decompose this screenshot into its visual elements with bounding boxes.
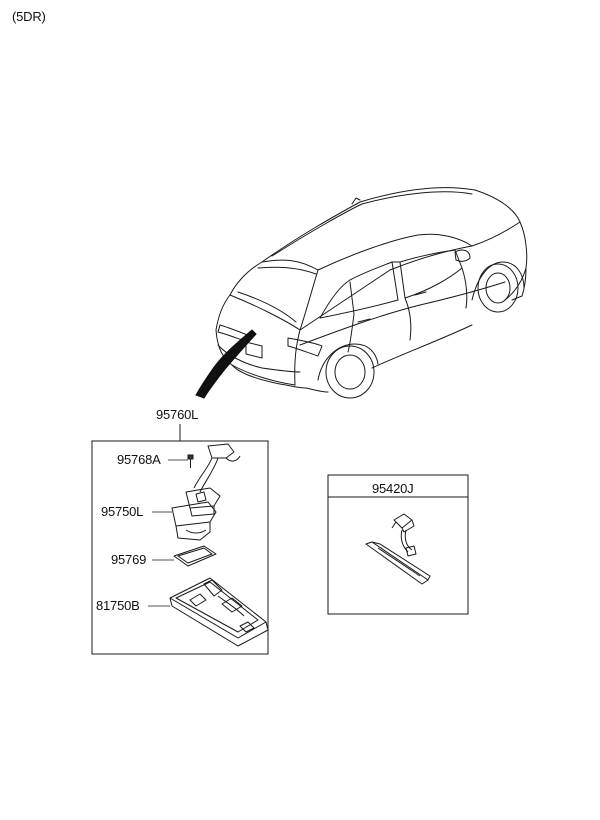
part-number-95420j: 95420J <box>372 481 414 496</box>
car-icon <box>215 187 528 399</box>
part-number-95769: 95769 <box>111 552 147 567</box>
part-number-95768a: 95768A <box>117 452 161 467</box>
pointer-arrow-icon <box>195 329 257 399</box>
gasket-icon <box>173 545 217 567</box>
camera-harness-icon <box>193 443 241 493</box>
wiring-harness-icon <box>365 513 431 585</box>
screw-icon <box>187 454 194 468</box>
part-number-81750b: 81750B <box>96 598 140 613</box>
variant-label: (5DR) <box>12 9 46 24</box>
camera-bracket-icon <box>171 487 221 541</box>
part-number-95750l: 95750L <box>101 504 144 519</box>
license-lamp-housing-icon <box>169 577 269 647</box>
assembly-part-number: 95760L <box>156 407 199 422</box>
